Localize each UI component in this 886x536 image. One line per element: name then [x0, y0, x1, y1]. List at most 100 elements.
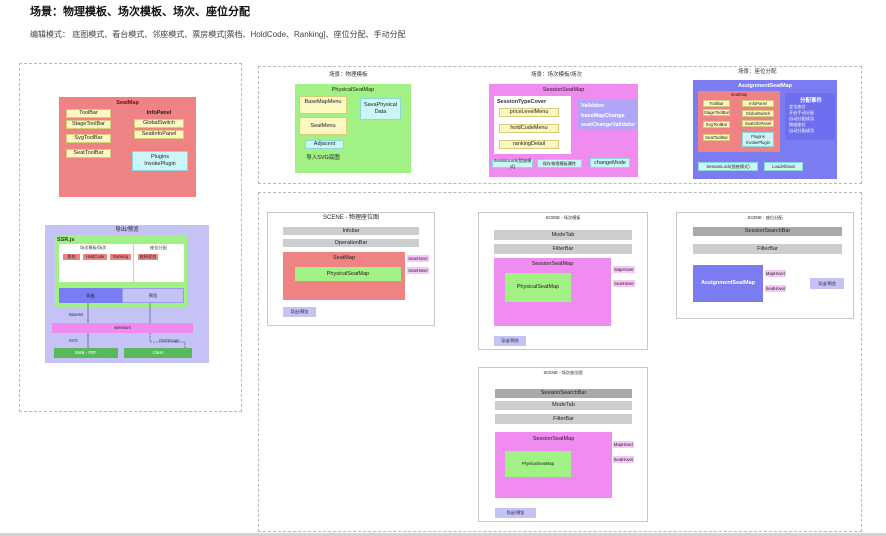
assign-seattoolbar: SeatToolBar — [703, 134, 730, 141]
svgtoolbar-item: SvgToolBar — [66, 134, 111, 143]
alloc-events-title: 分配事件 — [800, 98, 823, 104]
changemode-box: changeMode — [590, 158, 630, 168]
selenium-box: selenium — [52, 323, 193, 333]
assign-map-hover: MapHover — [765, 270, 786, 277]
page-bottom-border — [0, 533, 886, 536]
seatinfopanel-item: SeatInfoPanel — [134, 130, 184, 139]
scene-seatmap-title: SeatMap — [332, 254, 355, 261]
seat-filterbar: FilterBar — [495, 414, 632, 424]
tag-seat-status: 座椅状态 — [138, 254, 158, 260]
ossimage-label: OSSImage — [159, 338, 180, 343]
pricelevelmenu-box: priceLevelMenu — [499, 108, 559, 117]
physical-seatmap-title: PhysicalSeatMap — [331, 86, 375, 93]
seat-physical-seatmap: PhysicalSeatMap — [505, 451, 571, 477]
seatmap-title: SeatMap — [116, 99, 139, 106]
assign-inner-seatmap-title: SeatMap — [730, 92, 748, 98]
template-map-hover: MapHover — [613, 266, 635, 273]
ssr-template-panel — [59, 244, 133, 282]
batik-pdf-box: Batik - PDF — [54, 348, 118, 358]
ssr-label: SSR.js — [57, 237, 75, 243]
alloc-event-5: 自动分配成功 — [789, 128, 815, 133]
assign-export: 导出/预览 — [810, 278, 844, 289]
template-filterbar: FilterBar — [494, 244, 632, 254]
alloc-event-2: 开启手动分配 — [789, 110, 815, 115]
edit-modes-text: 编辑模式： 底图模式、看台模式、邻座模式、票房模式[票档、HoldCode、Ra… — [30, 30, 406, 39]
preview-button: 预览 — [122, 288, 184, 303]
globalswitch-item: GlobalSwitch — [134, 119, 184, 128]
loadallseat-box: LoadAllSeat — [764, 162, 803, 171]
assign-plugins: Plugins InvokePlugin — [742, 132, 774, 147]
adjacent-box: Adjacent — [305, 140, 344, 149]
session-scene-label: 场景：场次模板/场次 — [531, 72, 583, 78]
alloc-event-4: 换座座位 — [789, 122, 806, 127]
save-physical-props-box: 保存物理模板属性 — [537, 159, 582, 168]
seat-alloc-label: 座位分配 — [150, 245, 167, 250]
session-seatmap-title: SessionSeatMap — [542, 86, 585, 93]
scene-physical-title: SCENE - 物理座位图 — [322, 215, 379, 222]
basemapchange-label: baseMapChange — [581, 113, 625, 119]
assignment-seatmap-title: AssignmentSeatMap — [737, 82, 793, 89]
basemapmenu-box: BaseMapMenu — [299, 96, 347, 114]
scene-physical-export: 导出/预览 — [283, 307, 316, 317]
template-export: 导出/预览 — [494, 336, 526, 346]
left-dashed-area — [19, 63, 242, 412]
template-physical-seatmap: PhysicalSeatMap — [505, 273, 571, 302]
save-physical-box: SavaPhysical Data — [360, 98, 401, 120]
seat-map-hover: MapHover — [613, 441, 634, 448]
base64-label: Base64 — [69, 312, 84, 317]
assign-seatmap: AssignmentSeatMap — [693, 265, 763, 302]
rankingdetail-box: rankingDetail — [499, 140, 559, 149]
tag-holdcode: HoldCode — [83, 254, 107, 260]
assign-lock-box: SessionLock(锁座模式) — [698, 162, 758, 171]
template-seat-hover: SeatHover — [613, 280, 635, 287]
tag-price: 票档 — [63, 254, 80, 260]
seat-session-searchbar: SessionSearchBar — [495, 389, 632, 398]
stagetoolbar-item: StageToolBar — [66, 120, 111, 129]
seat-session-title: SessionSeatMap — [532, 435, 575, 442]
top-dashed-area — [258, 66, 862, 184]
template-modetab: ModeTab — [494, 230, 632, 240]
assign-seatinfopanel: SeatInfoPanel — [742, 120, 774, 127]
seat-hover-2: SeatHover — [407, 267, 429, 274]
assign-globalswitch: GlobalSwitch — [742, 110, 774, 117]
alloc-event-1: 定位座位 — [789, 104, 806, 109]
holdcodemenu-box: holdCodeMenu — [499, 124, 559, 133]
toolbar-item: ToolBar — [66, 109, 111, 118]
client-box: Client — [124, 348, 192, 358]
operationbar: OperationBar — [283, 239, 419, 247]
assign-filterbar: FilterBar — [693, 244, 842, 254]
assign-toolbar: ToolBar — [703, 100, 730, 107]
export-preview-title: 导出/预览 — [115, 226, 139, 233]
bottom-dashed-area — [258, 192, 862, 532]
page-title: 场景：物理模板、场次模板、场次、座位分配 — [30, 6, 250, 18]
import-svg-box: 导入SVG底图 — [306, 154, 340, 161]
seattoolbar-item: SeatToolBar — [66, 149, 111, 158]
assign-session-searchbar: SessionSearchBar — [693, 227, 842, 236]
assign-stagetoolbar: StageToolBar — [703, 109, 730, 116]
seat-seat-hover: SeatHover — [613, 456, 634, 463]
scene-physical-seatmap: PhysicalSeatMap — [295, 267, 401, 281]
seat-hover-1: SeatHover — [407, 255, 429, 262]
seat-export: 导出/预览 — [495, 508, 536, 518]
scene-assign-title: SCENE - 座位分配 — [747, 214, 783, 220]
scene-seat-title: SCENE - 场次座位图 — [543, 369, 583, 375]
seatmenu-box: SeatMenu — [299, 117, 347, 135]
validator-label: Validator — [581, 103, 605, 109]
seat-modetab: ModeTab — [495, 401, 632, 410]
session-lock-box: SessionLock(锁座模式) — [492, 158, 533, 169]
assign-svgtoolbar: SvgToolBar — [703, 121, 730, 128]
template-session-title: SessionSeatMap — [531, 260, 574, 267]
plugins-box: Plugins InvokePlugin — [132, 151, 188, 171]
infobar: Infobar — [283, 227, 419, 235]
alloc-event-3: 自动分配成功 — [789, 116, 815, 121]
scene-template-title: SCENE - 场次模板 — [545, 214, 581, 220]
tag-ranking: Ranking — [110, 254, 131, 260]
svg-label: SVG — [69, 338, 78, 343]
assign-infopanel: InfoPanel — [742, 100, 774, 107]
session-cover-label: SessionTypeCover — [497, 99, 547, 105]
assign-seat-hover: SeatHover — [765, 285, 786, 292]
alloc-events-panel — [785, 93, 835, 140]
physical-scene-label: 场景：物理模板 — [329, 72, 368, 78]
seatchangevalidator-label: seatChangeValidator — [581, 122, 636, 128]
export-button: 导出 — [59, 288, 122, 303]
